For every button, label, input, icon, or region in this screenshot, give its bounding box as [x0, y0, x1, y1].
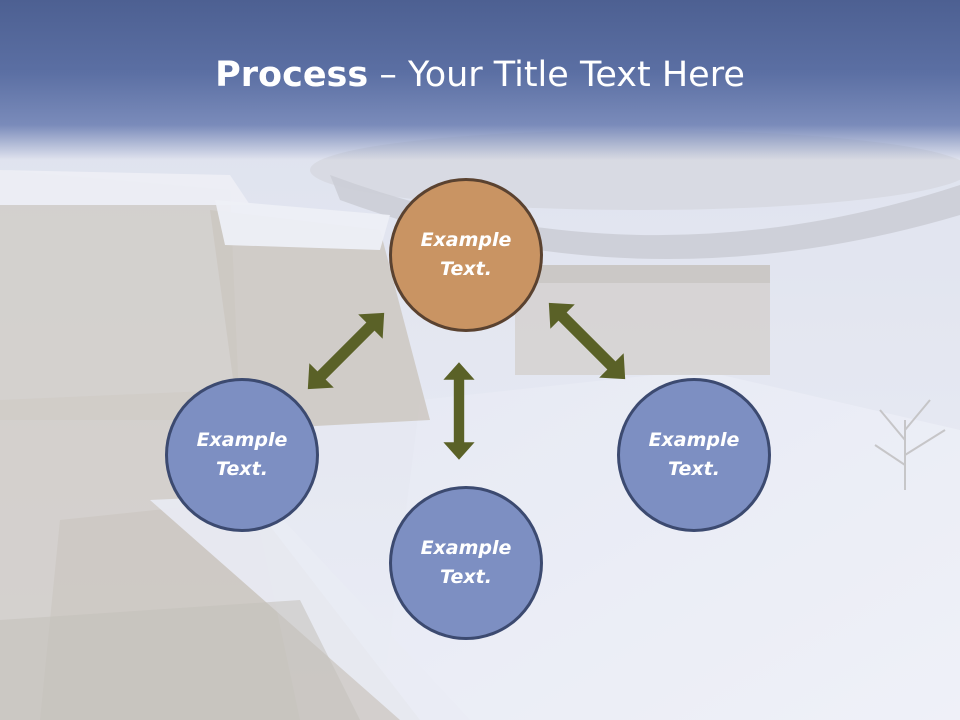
step-bottom-line2: Text.: [440, 566, 492, 588]
process-step-right[interactable]: Example Text.: [617, 378, 771, 532]
process-step-bottom[interactable]: Example Text.: [389, 486, 543, 640]
step-right-line2: Text.: [668, 458, 720, 480]
step-right-line1: Example: [648, 429, 740, 451]
title-rest: – Your Title Text Here: [368, 55, 745, 95]
process-step-left[interactable]: Example Text.: [165, 378, 319, 532]
process-step-top[interactable]: Example Text.: [389, 178, 543, 332]
title-band: [0, 0, 960, 160]
step-top-line1: Example: [420, 229, 512, 251]
step-left-line2: Text.: [216, 458, 268, 480]
title-bold: Process: [215, 55, 369, 95]
step-left-line1: Example: [196, 429, 288, 451]
step-bottom-line1: Example: [420, 537, 512, 559]
slide-title[interactable]: Process – Your Title Text Here: [0, 50, 960, 100]
step-top-line2: Text.: [440, 258, 492, 280]
